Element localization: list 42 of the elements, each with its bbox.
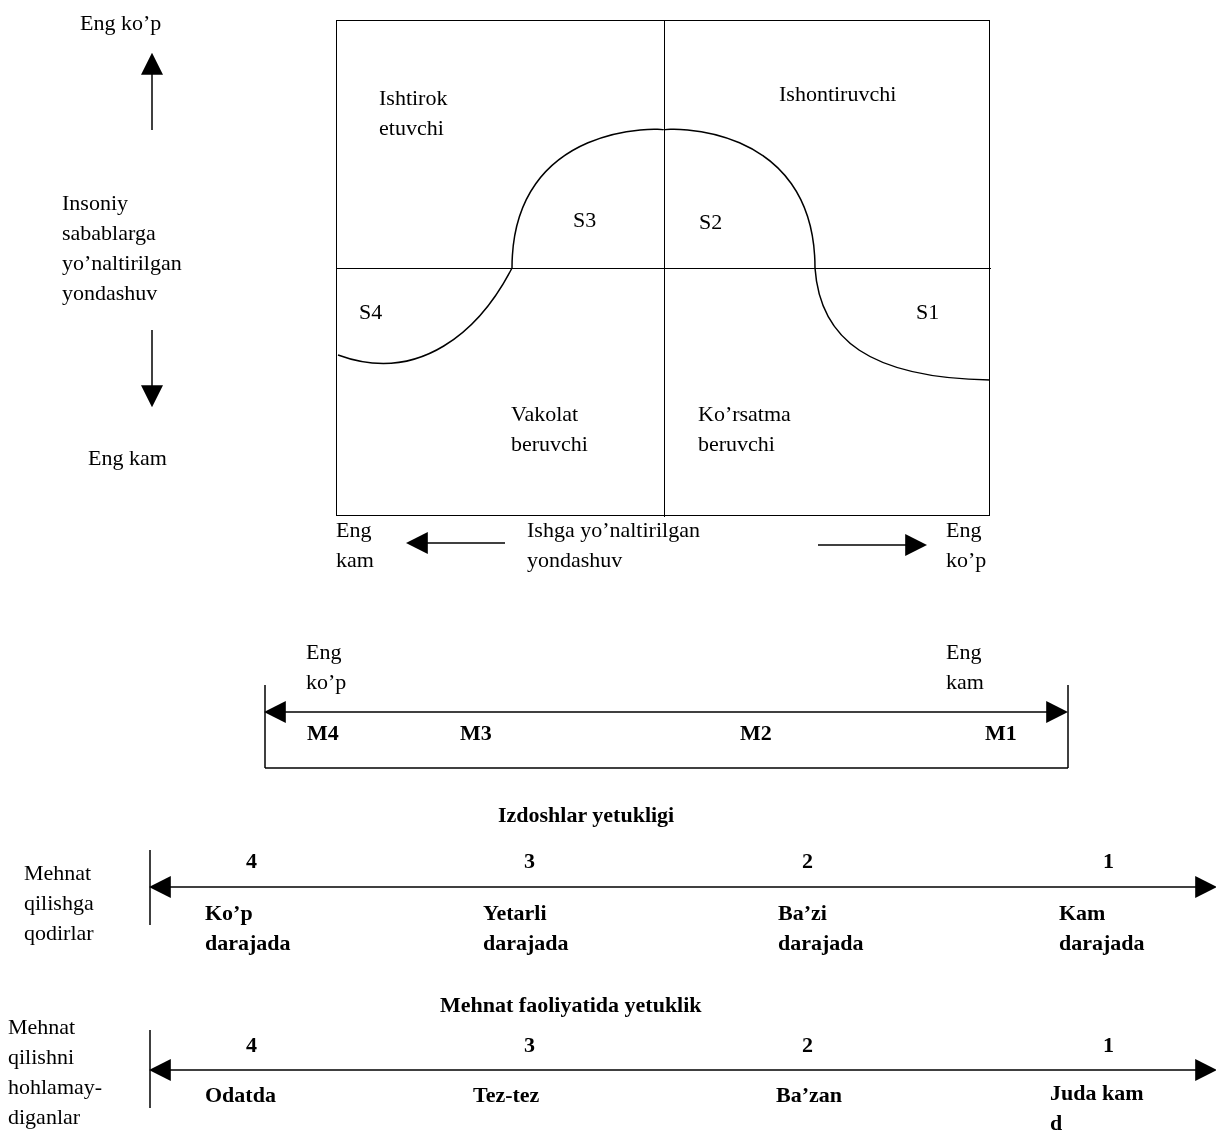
scale-value: Kam darajada [1059, 899, 1146, 957]
style-code: S1 [916, 298, 941, 326]
scale-number: 1 [1103, 1031, 1115, 1059]
maturity-level: M4 [307, 719, 340, 747]
maturity-level: M2 [740, 719, 773, 747]
scale-value: Odatda [205, 1081, 277, 1109]
quadrant-label: Ko’rsatma beruvchi [698, 400, 792, 458]
scale-value: Ko’p darajada [205, 899, 292, 957]
axis-end-label: Eng ko’p [80, 9, 163, 37]
scale-title: Izdoshlar yetukligi [498, 801, 676, 829]
style-code: S3 [573, 206, 598, 234]
scale-end-label: Eng kam [946, 638, 985, 696]
scale-value: Ba’zi darajada [778, 899, 865, 957]
quadrant [337, 21, 665, 269]
scale-value: Tez-tez [473, 1081, 541, 1109]
scale-value: Ba’zan [776, 1081, 843, 1109]
scale-number: 4 [246, 1031, 258, 1059]
scale-number: 2 [802, 1031, 814, 1059]
scale-value: Juda kam d [1050, 1079, 1145, 1137]
scale-number: 1 [1103, 847, 1115, 875]
scale-end-label: Eng ko’p [306, 638, 348, 696]
style-code: S4 [359, 298, 384, 326]
row-label: Mehnat qilishga qodirlar [24, 859, 95, 947]
scale-number: 3 [524, 1031, 536, 1059]
row-label: Mehnat qilishni hohlamay- diganlar [8, 1013, 104, 1131]
style-code: S2 [699, 208, 724, 236]
axis-end-label: Eng kam [336, 516, 375, 574]
quadrant-label: Vakolat beruvchi [511, 400, 589, 458]
maturity-level: M1 [985, 719, 1018, 747]
quadrant-label: Ishontiruvchi [779, 80, 898, 108]
scale-title: Mehnat faoliyatida yetuklik [440, 991, 703, 1019]
maturity-level: M3 [460, 719, 493, 747]
scale-number: 2 [802, 847, 814, 875]
scale-number: 4 [246, 847, 258, 875]
axis-end-label: Eng ko’p [946, 516, 988, 574]
quadrant-label: Ishtirok etuvchi [379, 84, 449, 142]
axis-end-label: Eng kam [88, 444, 168, 472]
quadrant-grid [336, 20, 990, 516]
axis-label: Ishga yo’naltirilgan yondashuv [527, 516, 701, 574]
scale-value: Yetarli darajada [483, 899, 570, 957]
scale-number: 3 [524, 847, 536, 875]
axis-label: Insoniy sabablarga yo’naltirilgan yondashuv [62, 189, 183, 307]
